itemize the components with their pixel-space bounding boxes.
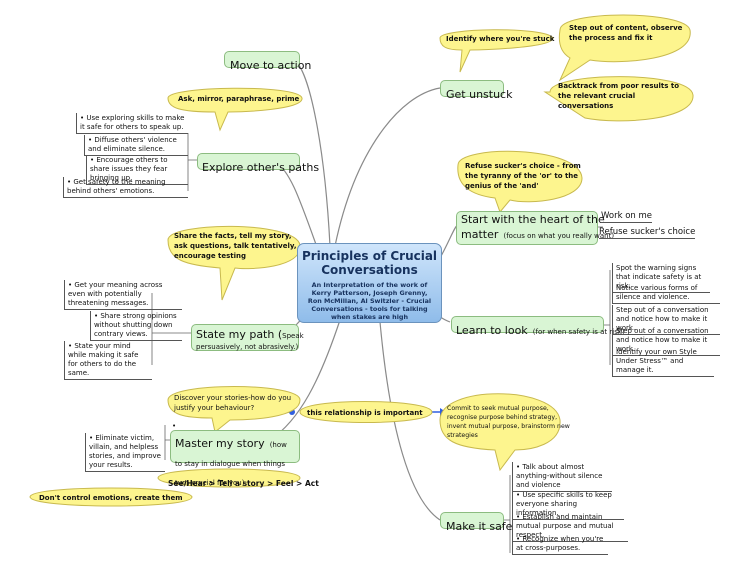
central-topic-subtitle: An Interpretation of the work of Kerry P… <box>307 281 432 321</box>
link-learn-notes <box>604 270 611 365</box>
explore-note-1: • Use exploring skills to make it safe f… <box>76 113 188 134</box>
branch-move-to-action-label: Move to action <box>230 59 312 72</box>
branch-learn-to-look-note: (for when safety is at risk) <box>532 328 625 336</box>
explore-note-3: • Encourage others to share issues they … <box>86 155 188 185</box>
learn-note-5: Identify your own Style Under Stress™ an… <box>612 347 714 377</box>
central-topic-title: Principles of Crucial Conversations <box>301 249 438 277</box>
callout-bubble-discover <box>167 386 301 433</box>
callout-share-line3: encourage testing <box>174 252 246 260</box>
branch-explore-paths-label: Explore other's paths <box>202 161 320 174</box>
branch-master-story-label: Master my story <box>175 437 265 450</box>
callout-bubble-identify <box>439 29 554 73</box>
safe-note-4: • Recognize when you're at cross-purpose… <box>512 534 608 555</box>
callout-backtrack-line2: the relevant crucial <box>558 92 635 100</box>
safe-note-3: • Establish and maintain mutual purpose … <box>512 512 628 542</box>
branch-move-to-action[interactable]: Move to action <box>224 51 311 72</box>
callout-share-line2: ask questions, talk tentatively, <box>174 242 297 250</box>
branch-make-it-safe[interactable]: Make it safe <box>440 512 512 533</box>
link-get-unstuck <box>334 87 441 247</box>
heart-note-work-on-me: Work on me <box>601 211 653 223</box>
branch-explore-paths[interactable]: Explore other's paths <box>197 153 319 174</box>
callout-bubble-dont-control <box>29 487 193 507</box>
explore-note-4: • Get safety to the meaning behind other… <box>63 177 188 198</box>
callout-discover-line1: Discover your stories-how do you <box>174 394 291 402</box>
callout-step-out-line1: Step out of content, observe <box>569 24 683 32</box>
heart-note-refuse: Refuse sucker's choice <box>599 227 696 239</box>
callout-bubble-refuse <box>457 150 583 213</box>
callout-backtrack-line3: conversations <box>558 102 613 110</box>
callout-commit-line1: Commit to seek mutual purpose, <box>447 405 549 412</box>
callout-dont-control-text: Don't control emotions, create them <box>39 494 183 502</box>
callout-bubble-ask <box>167 87 303 132</box>
branch-learn-to-look[interactable]: Learn to look (for when safety is at ris… <box>451 316 625 337</box>
branch-state-path-note: persuasively, not abrasively.) <box>196 343 299 351</box>
branch-state-path[interactable]: State my path (Speak persuasively, not a… <box>191 324 304 351</box>
callout-identify-text: Identify where you're stuck <box>446 35 555 43</box>
master-note-dot: • <box>172 422 177 430</box>
master-note-1: • Eliminate victim, villain, and helples… <box>85 433 165 472</box>
branch-heart[interactable]: Start with the heart of the matter (focu… <box>456 211 614 245</box>
safe-note-1: • Talk about almost anything-without sil… <box>512 462 612 492</box>
callout-refuse-line1: Refuse sucker's choice - from <box>465 162 581 170</box>
link-make-safe <box>379 321 441 521</box>
callout-relationship-text: this relationship is important <box>307 409 423 417</box>
callout-backtrack-line1: Backtrack from poor results to <box>558 82 679 90</box>
link-safe-notes <box>504 475 511 553</box>
branch-learn-to-look-label: Learn to look <box>456 324 528 337</box>
callout-bubble-step-out <box>558 14 691 82</box>
learn-note-2: Notice various forms of silence and viol… <box>612 283 720 304</box>
safe-note-2: • Use specific skills to keep everyone s… <box>512 490 624 520</box>
link-master-notes <box>164 425 170 460</box>
callout-share-line1: Share the facts, tell my story, <box>174 232 292 240</box>
state-note-1: • Get your meaning across even with pote… <box>64 280 182 310</box>
state-note-3: • State your mind while making it safe f… <box>64 341 152 380</box>
link-state-notes <box>151 293 192 365</box>
branch-master-story[interactable]: Master my story (how to stay in dialogue… <box>170 430 300 487</box>
callout-commit-line4: strategies <box>447 432 478 439</box>
callout-refuse-line2: the tyranny of the 'or' to the <box>465 172 578 180</box>
branch-state-path-speak: Speak <box>282 332 304 340</box>
learn-note-4: Step out of a conversation and notice ho… <box>612 326 720 356</box>
callout-bubble-see-hear <box>157 468 301 488</box>
explore-note-2: • Diffuse others' violence and eliminate… <box>84 135 188 156</box>
branch-master-story-note: (how to stay in dialogue when things tur… <box>175 441 287 487</box>
link-explore-notes <box>187 133 198 191</box>
callout-discover-line2: justify your behaviour? <box>173 404 255 412</box>
callout-bubble-share <box>167 225 301 301</box>
state-note-2: • Share strong opinions without shutting… <box>90 311 182 341</box>
callout-step-out-line2: the process and fix it <box>569 34 653 42</box>
callout-bubble-commit <box>439 393 561 472</box>
branch-heart-label: Start with the heart of the <box>461 213 605 226</box>
learn-note-3: Step out of a conversation and notice ho… <box>612 305 720 335</box>
branch-state-path-label: State my path ( <box>196 328 283 341</box>
callout-ask-text: Ask, mirror, paraphrase, prime <box>178 95 300 103</box>
learn-note-1: Spot the warning signs that indicate saf… <box>612 263 710 293</box>
callout-see-hear-text: See/Hear > Tell a story > Feel > Act <box>168 479 319 488</box>
branch-heart-label2: matter <box>461 228 499 241</box>
callout-bubble-backtrack <box>543 76 694 122</box>
central-topic[interactable]: Principles of Crucial Conversations An I… <box>297 243 442 323</box>
branch-heart-note: (focus on what you really want) <box>503 232 615 240</box>
callout-refuse-line3: genius of the 'and' <box>465 182 539 190</box>
branch-get-unstuck-label: Get unstuck <box>446 88 513 101</box>
branch-get-unstuck[interactable]: Get unstuck <box>440 80 512 101</box>
branch-make-it-safe-label: Make it safe <box>446 520 513 533</box>
callout-commit-line3: invent mutual purpose, brainstorm new <box>447 423 570 430</box>
link-move-to-action <box>293 59 331 247</box>
callout-bubble-relationship <box>299 401 433 423</box>
callout-commit-line2: recognise purpose behind strategy, <box>447 414 557 421</box>
